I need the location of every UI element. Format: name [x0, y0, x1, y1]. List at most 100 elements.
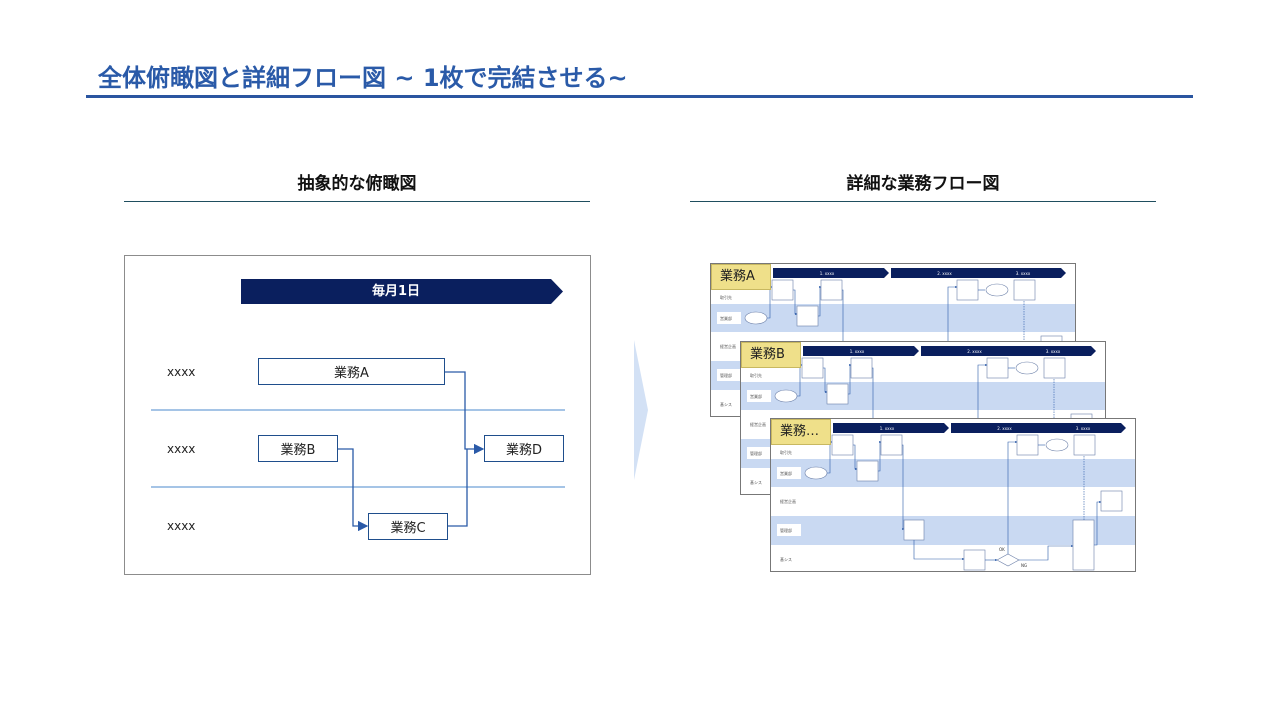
process-box: [1013, 279, 1036, 301]
flow-connector: [848, 363, 852, 395]
process-box: [1072, 519, 1095, 571]
lane-label: 取引先: [780, 449, 792, 455]
overview-heading: 抽象的な俯瞰図: [297, 174, 417, 194]
lane-label: 管理部: [720, 372, 732, 378]
decision-node: [996, 553, 1020, 567]
process-box: [1016, 434, 1039, 456]
lane-label-box: [717, 312, 741, 324]
process-box: [831, 434, 854, 456]
flow-connector: [827, 440, 833, 474]
card-title-label: 業務B: [741, 342, 801, 368]
event-node: [985, 283, 1009, 297]
start-node: [744, 311, 768, 325]
phase-label: 1. xxxx: [820, 271, 835, 276]
task-a-box: 業務A: [258, 358, 445, 385]
phase-label: 3. xxxx: [1076, 426, 1091, 431]
transition-arrow: [634, 340, 648, 480]
flow-connector: [797, 363, 803, 397]
lane-label: 経営企画: [720, 343, 736, 349]
lane-label: 取引先: [720, 294, 732, 300]
phase-label: 3. xxxx: [1046, 349, 1061, 354]
phase-chevron: [1048, 423, 1126, 433]
flow-connector: [1094, 500, 1102, 546]
lane-label: 営業部: [720, 315, 732, 321]
process-box: [986, 357, 1009, 379]
lane-label: 営業部: [750, 393, 762, 399]
phase-label: 1. xxxx: [850, 349, 865, 354]
process-box: [820, 279, 843, 301]
start-node: [774, 389, 798, 403]
page-title: 全体俯瞰図と詳細フロー図 ~ 1枚で完結させる~: [98, 64, 628, 92]
phase-chevron: [891, 268, 1006, 278]
detail-heading-divider: [690, 201, 1156, 202]
flow-connector: [1007, 440, 1018, 554]
row-label: xxxx: [167, 519, 196, 533]
phase-chevron: [803, 346, 919, 356]
process-box: [801, 357, 824, 379]
phase-chevron: [921, 346, 1036, 356]
event-node: [1045, 438, 1069, 452]
phase-label: 1. xxxx: [880, 426, 895, 431]
lane-label: 基シス: [750, 479, 762, 485]
swimlane-band: [711, 304, 1075, 332]
phase-chevron: [1018, 346, 1096, 356]
phase-label: 2. xxxx: [937, 271, 952, 276]
task-d-box: 業務D: [484, 435, 564, 462]
process-box: [771, 279, 794, 301]
card-title-label: 業務…: [771, 419, 831, 445]
lane-label-box: [747, 390, 771, 402]
phase-label: 2. xxxx: [997, 426, 1012, 431]
lane-label-box: [777, 467, 801, 479]
process-box: [850, 357, 873, 379]
detail-heading: 詳細な業務フロー図: [846, 174, 1000, 194]
flow-connector: [1019, 544, 1074, 561]
lane-label-box: [747, 447, 771, 459]
lane-label: 経営企画: [750, 421, 766, 427]
flow-connector: [818, 285, 822, 317]
task-b-box: 業務B: [258, 435, 338, 462]
event-node: [1015, 361, 1039, 375]
start-node: [804, 466, 828, 480]
banner-label: 毎月1日: [371, 284, 421, 299]
phase-chevron: [951, 423, 1066, 433]
row-label: xxxx: [167, 442, 196, 456]
process-box: [1073, 434, 1096, 456]
lane-label: 営業部: [780, 470, 792, 476]
lane-label: 経営企画: [780, 498, 796, 504]
phase-label: 2. xxxx: [967, 349, 982, 354]
phase-chevron: [988, 268, 1066, 278]
phase-chevron: [773, 268, 889, 278]
lane-label: 管理部: [750, 450, 762, 456]
connector-b-c: [338, 448, 369, 532]
swimlane-band: [741, 382, 1105, 410]
decision-ok-label: OK: [999, 547, 1005, 552]
connector-a-d: [445, 371, 485, 455]
lane-label: 基シス: [780, 556, 792, 562]
process-box: [880, 434, 903, 456]
title-divider: [86, 95, 1193, 98]
process-box: [1100, 490, 1123, 512]
task-c-box: 業務C: [368, 513, 448, 540]
row-label: xxxx: [167, 365, 196, 379]
process-box: [856, 460, 879, 482]
process-box: [903, 519, 925, 541]
overview-diagram-frame: [124, 255, 591, 575]
swimlane-band: [771, 459, 1135, 487]
phase-label: 3. xxxx: [1016, 271, 1031, 276]
card-title-label: 業務A: [711, 264, 771, 290]
flow-connector: [902, 444, 905, 531]
process-box: [963, 549, 986, 571]
process-box: [1043, 357, 1066, 379]
flow-connector: [853, 444, 858, 471]
process-box: [956, 279, 979, 301]
flow-connector: [793, 289, 798, 316]
lane-label: 取引先: [750, 372, 762, 378]
flow-connector: [823, 367, 828, 394]
lane-label: 管理部: [780, 527, 792, 533]
flow-connector: [913, 540, 965, 561]
banner-arrow-shape: [241, 279, 563, 304]
connector-c-d: [448, 449, 468, 527]
lane-label-box: [717, 369, 741, 381]
flow-connector: [767, 285, 773, 319]
